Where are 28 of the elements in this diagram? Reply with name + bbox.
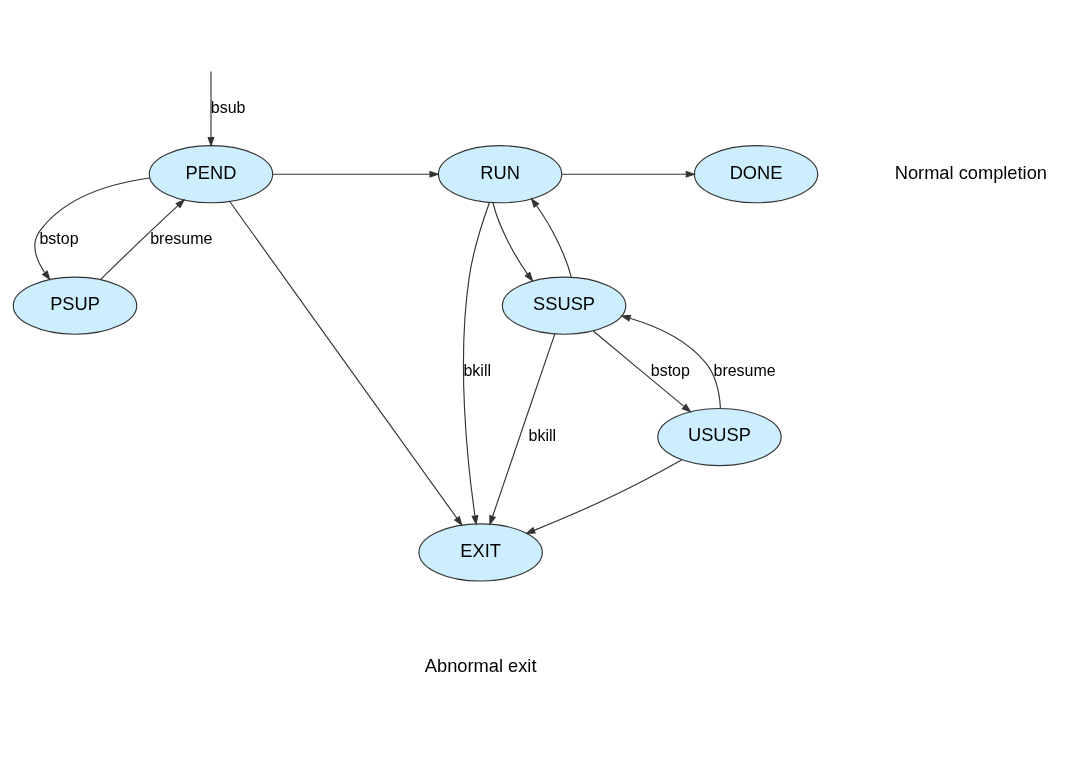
edge-label: bkill xyxy=(463,361,491,379)
arrow xyxy=(100,198,186,280)
edge-label: bstop xyxy=(650,361,690,379)
arrow xyxy=(272,170,440,178)
arrow xyxy=(462,201,491,526)
edge-label: bsub xyxy=(210,98,246,116)
edge-label: bresume xyxy=(713,361,776,379)
node-ellipse: SSUSP xyxy=(501,276,627,335)
arrow xyxy=(489,333,556,526)
arrow xyxy=(492,202,534,282)
arrow xyxy=(530,197,572,278)
arrow xyxy=(34,177,151,281)
node-ellipse: RUN xyxy=(437,145,563,204)
label: Normal completion xyxy=(894,161,1047,183)
arrow xyxy=(207,70,215,148)
edge-label: bresume xyxy=(150,230,213,248)
arrow xyxy=(525,459,683,535)
edge-label: bstop xyxy=(39,230,79,248)
node-ellipse: USUSP xyxy=(657,407,782,467)
arrow xyxy=(229,200,463,527)
edge-label: bkill xyxy=(528,427,557,445)
arrow xyxy=(592,330,692,413)
node-ellipse: PSUP xyxy=(12,276,138,335)
node-ellipse: DONE xyxy=(693,145,819,204)
node-ellipse: PEND xyxy=(148,145,274,204)
arrow xyxy=(620,314,722,409)
node-label: Abnormal exit xyxy=(424,655,537,677)
arrow xyxy=(561,170,696,178)
